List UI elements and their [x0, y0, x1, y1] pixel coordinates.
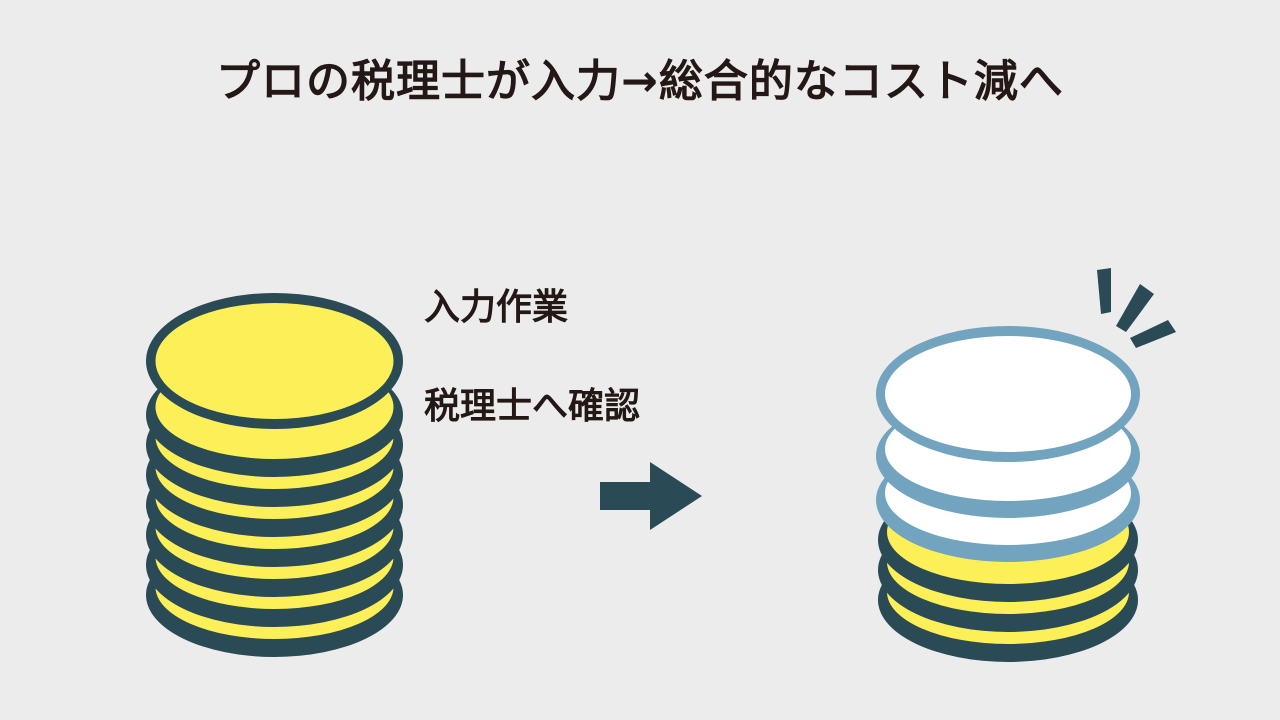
coin-removed	[876, 326, 1140, 462]
page-title: プロの税理士が入力→総合的なコスト減へ	[216, 56, 1064, 107]
coin	[146, 293, 403, 429]
coin-stack-after	[876, 326, 1140, 662]
coin-stack-before	[146, 293, 403, 657]
emphasis-lines-icon	[1097, 268, 1176, 348]
label-input-work: 入力作業	[424, 287, 569, 328]
label-confirm-tax-accountant: 税理士へ確認	[424, 386, 641, 427]
right-arrow-icon	[600, 462, 702, 530]
